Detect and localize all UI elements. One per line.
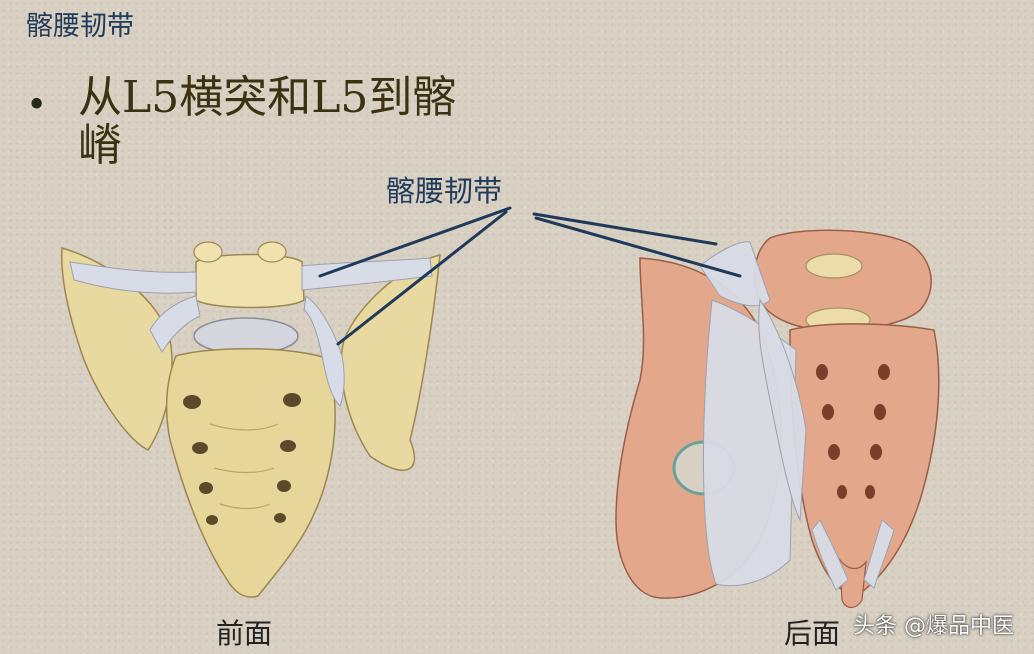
front-view-pelvis bbox=[60, 241, 441, 598]
back-coccyx bbox=[839, 558, 867, 609]
leader-line-back-upper bbox=[532, 212, 718, 246]
back-sacral-foramina bbox=[816, 364, 890, 499]
bullet-text: 从L5横突和L5到髂嵴 bbox=[78, 72, 457, 171]
slide-title: 髂腰韧带 bbox=[26, 11, 134, 42]
back-view-caption: 后面 bbox=[784, 617, 841, 650]
leader-line-back-lower bbox=[534, 216, 742, 278]
front-view-caption: 前面 bbox=[216, 617, 273, 650]
watermark: 头条 @爆品中医 bbox=[853, 614, 1014, 639]
front-l5-vertebra bbox=[195, 253, 305, 309]
front-sacral-foramina bbox=[183, 393, 301, 525]
back-sacrum bbox=[789, 323, 940, 597]
front-l5-left-process bbox=[193, 241, 223, 263]
callout-leader-lines bbox=[318, 206, 742, 346]
front-left-iliac-wing bbox=[60, 247, 173, 451]
front-sacral-ridges bbox=[209, 423, 279, 510]
leader-line-front-upper bbox=[318, 206, 512, 278]
front-right-iliac-wing bbox=[340, 254, 441, 471]
front-l5-right-process bbox=[257, 241, 287, 263]
iliolumbar-ligament-label: 髂腰韧带 bbox=[386, 174, 503, 208]
leader-line-front-lower bbox=[336, 210, 508, 346]
bullet-dot: • bbox=[26, 85, 48, 126]
back-upper-disc bbox=[805, 253, 863, 279]
back-view-pelvis bbox=[615, 229, 940, 609]
front-iliolumbar-ligaments bbox=[69, 257, 433, 407]
